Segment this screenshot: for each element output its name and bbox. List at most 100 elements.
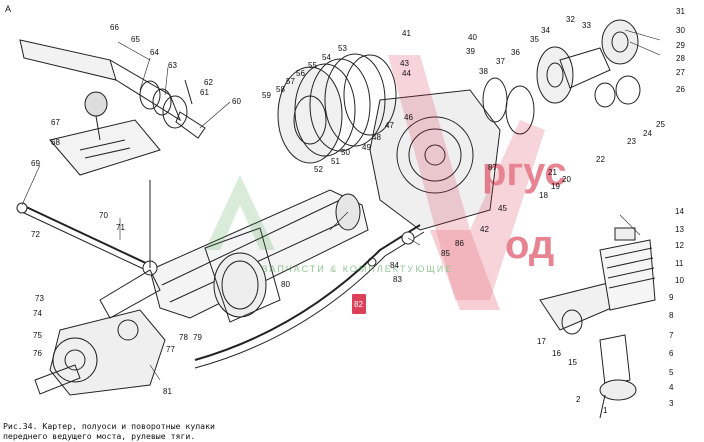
callout-45: 45 [498, 204, 507, 213]
callout-67: 67 [51, 118, 60, 127]
callout-32: 32 [566, 15, 575, 24]
callout-16: 16 [552, 349, 561, 358]
callout-72: 72 [31, 230, 40, 239]
callout-15: 15 [568, 358, 577, 367]
watermark-tagline: ЗАПЧАСТИ & КОМПЛЕКТУЮЩИЕ [262, 264, 453, 274]
callout-47: 47 [385, 121, 394, 130]
callout-61: 61 [200, 88, 209, 97]
watermark-red-x-mark [388, 55, 545, 300]
sheet-letter: А [5, 4, 11, 14]
shift-lever-plate [49, 91, 161, 176]
watermark-green-a-mark [205, 175, 275, 250]
callout-76: 76 [33, 349, 42, 358]
callout-30: 30 [676, 26, 685, 35]
callout-73: 73 [35, 294, 44, 303]
callout-27: 27 [676, 68, 685, 77]
callout-59: 59 [262, 91, 271, 100]
figure-caption-line2: переднего ведущего моста, рулевые тяги. [3, 431, 195, 441]
callout-55: 55 [308, 61, 317, 70]
half-shaft-assembly [19, 39, 206, 139]
callout-9: 9 [669, 293, 674, 302]
differential-housing [369, 89, 501, 231]
axle-housing [149, 189, 369, 323]
callout-14: 14 [675, 207, 684, 216]
callout-79: 79 [193, 333, 202, 342]
callout-34: 34 [541, 26, 550, 35]
svg-text:82: 82 [354, 300, 363, 309]
callout-39: 39 [466, 47, 475, 56]
callout-53: 53 [338, 44, 347, 53]
callout-10: 10 [675, 276, 684, 285]
callout-78: 78 [179, 333, 188, 342]
callout-24: 24 [643, 129, 652, 138]
callout-31: 31 [676, 7, 685, 16]
callout-77: 77 [166, 345, 175, 354]
leader-lines [21, 29, 661, 381]
callout-13: 13 [675, 225, 684, 234]
callout-65: 65 [131, 35, 140, 44]
left-steering-knuckle [34, 269, 166, 396]
callout-11: 11 [675, 259, 684, 268]
callout-57: 57 [286, 77, 295, 86]
callout-44: 44 [402, 69, 411, 78]
figure-caption-line1: Рис.34. Картер, полуоси и поворотные кул… [3, 421, 215, 431]
callout-28: 28 [676, 54, 685, 63]
callout-1: 1 [603, 406, 608, 415]
callout-17: 17 [537, 337, 546, 346]
callout-68: 68 [51, 138, 60, 147]
callout-58: 58 [276, 85, 285, 94]
watermark-brand-top: ргус [482, 150, 567, 194]
watermark-brand-bottom: од [505, 223, 554, 267]
callout-54: 54 [322, 53, 331, 62]
callout-40: 40 [468, 33, 477, 42]
callout-84: 84 [390, 261, 399, 270]
callout-7: 7 [669, 331, 674, 340]
callout-62: 62 [204, 78, 213, 87]
callout-21: 21 [548, 168, 557, 177]
callout-71: 71 [116, 223, 125, 232]
callout-80: 80 [281, 280, 290, 289]
callout-86: 86 [455, 239, 464, 248]
drag-link [16, 180, 158, 276]
callout-4: 4 [669, 383, 674, 392]
callout-64: 64 [150, 48, 159, 57]
callout-36: 36 [511, 48, 520, 57]
callout-12: 12 [675, 241, 684, 250]
callout-38: 38 [479, 67, 488, 76]
callout-43: 43 [400, 59, 409, 68]
callout-5: 5 [669, 368, 674, 377]
callout-75: 75 [33, 331, 42, 340]
callout-42: 42 [480, 225, 489, 234]
callout-81: 81 [163, 387, 172, 396]
callout-49: 49 [362, 143, 371, 152]
callout-52: 52 [314, 165, 323, 174]
callout-60: 60 [232, 97, 241, 106]
callout-56: 56 [296, 69, 305, 78]
callout-19: 19 [551, 182, 560, 191]
callout-29: 29 [676, 41, 685, 50]
callout-87: 87 [488, 163, 497, 172]
right-hub-flange [482, 19, 641, 135]
callout-69: 69 [31, 159, 40, 168]
callout-66: 66 [110, 23, 119, 32]
callout-26: 26 [676, 85, 685, 94]
watermark-red-x-mark-2 [430, 230, 500, 310]
callout-23: 23 [627, 137, 636, 146]
callout-35: 35 [530, 35, 539, 44]
callout-20: 20 [562, 175, 571, 184]
steering-tie-rod [194, 224, 425, 369]
callout-85: 85 [441, 249, 450, 258]
callout-41: 41 [402, 29, 411, 38]
callout-6: 6 [669, 349, 674, 358]
callout-50: 50 [341, 148, 350, 157]
callout-37: 37 [496, 57, 505, 66]
callout-22: 22 [596, 155, 605, 164]
callout-74: 74 [33, 309, 42, 318]
callout-46: 46 [404, 113, 413, 122]
callout-25: 25 [656, 120, 665, 129]
callout-2: 2 [576, 395, 581, 404]
highlighted-callout-82[interactable]: 82 [352, 294, 366, 314]
right-steering-knuckle [539, 227, 656, 419]
